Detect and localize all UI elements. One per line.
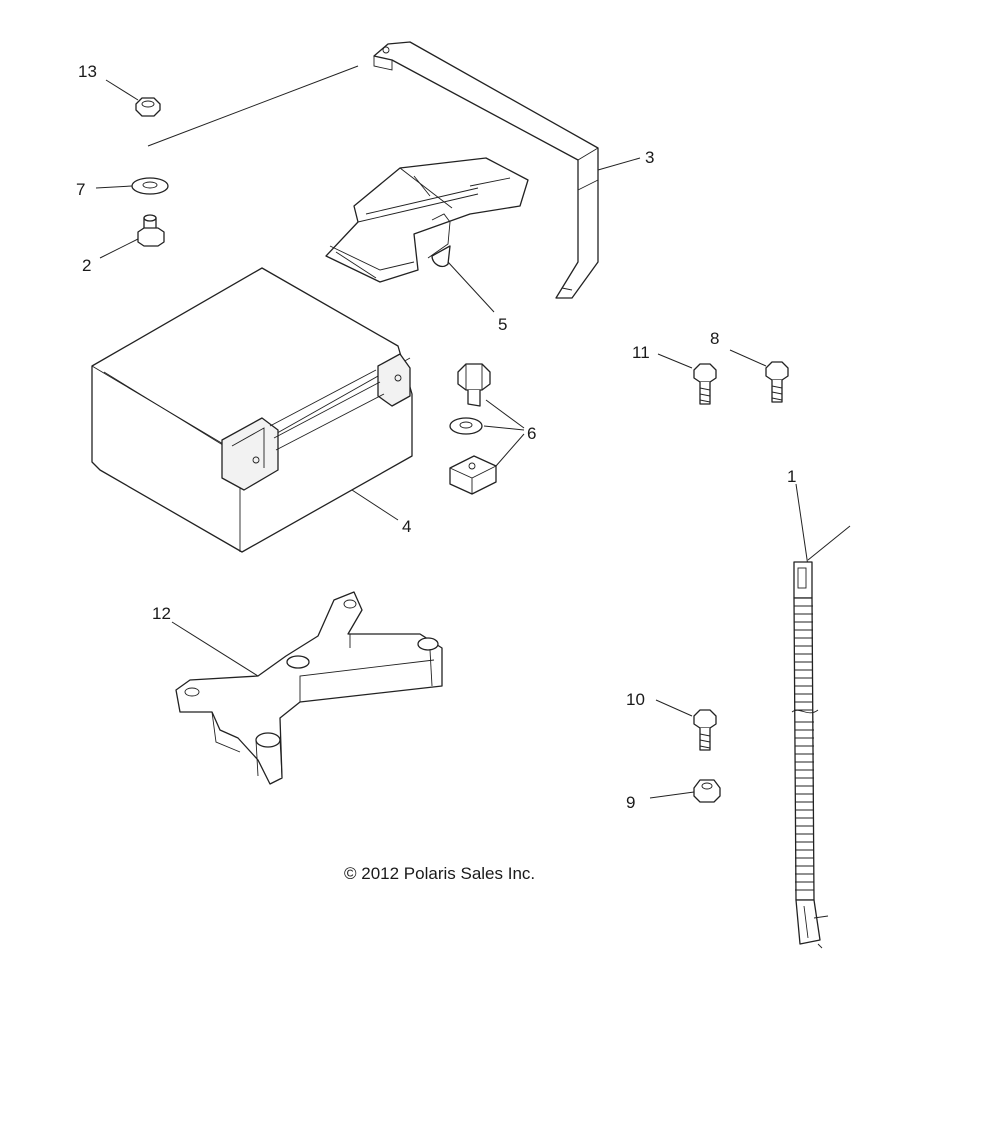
callout-1: 1 [787, 467, 796, 486]
callout-9: 9 [626, 793, 635, 812]
callout-6: 6 [527, 424, 536, 443]
callout-7: 7 [76, 180, 85, 199]
part-7-washer [95, 177, 169, 195]
callout-2: 2 [82, 256, 91, 275]
strap-ribs [791, 605, 819, 891]
callout-8: 8 [710, 329, 719, 348]
part-8-bolt [729, 349, 789, 403]
part-1-strap [791, 483, 851, 949]
callout-3: 3 [645, 148, 654, 167]
callout-13: 13 [78, 62, 97, 81]
part-10-bolt [655, 699, 717, 751]
part-2-bolt [99, 214, 165, 259]
callout-10: 10 [626, 690, 645, 709]
part-13-nut [105, 79, 161, 117]
part-3-bracket [147, 41, 599, 299]
part-6-hardware [449, 363, 525, 495]
callout-11: 11 [632, 343, 650, 362]
part-12-tray [171, 591, 443, 785]
part-4-battery [91, 267, 413, 553]
part-11-bolt [657, 353, 717, 405]
copyright-text: © 2012 Polaris Sales Inc. [344, 864, 535, 883]
part-5-cover [325, 157, 529, 283]
part-9-nut [649, 779, 721, 803]
callout-4: 4 [402, 517, 411, 536]
callout-5: 5 [498, 315, 507, 334]
callout-12: 12 [152, 604, 171, 623]
callout-labels: 13 7 2 3 5 11 8 6 4 1 12 10 9 [76, 62, 796, 812]
